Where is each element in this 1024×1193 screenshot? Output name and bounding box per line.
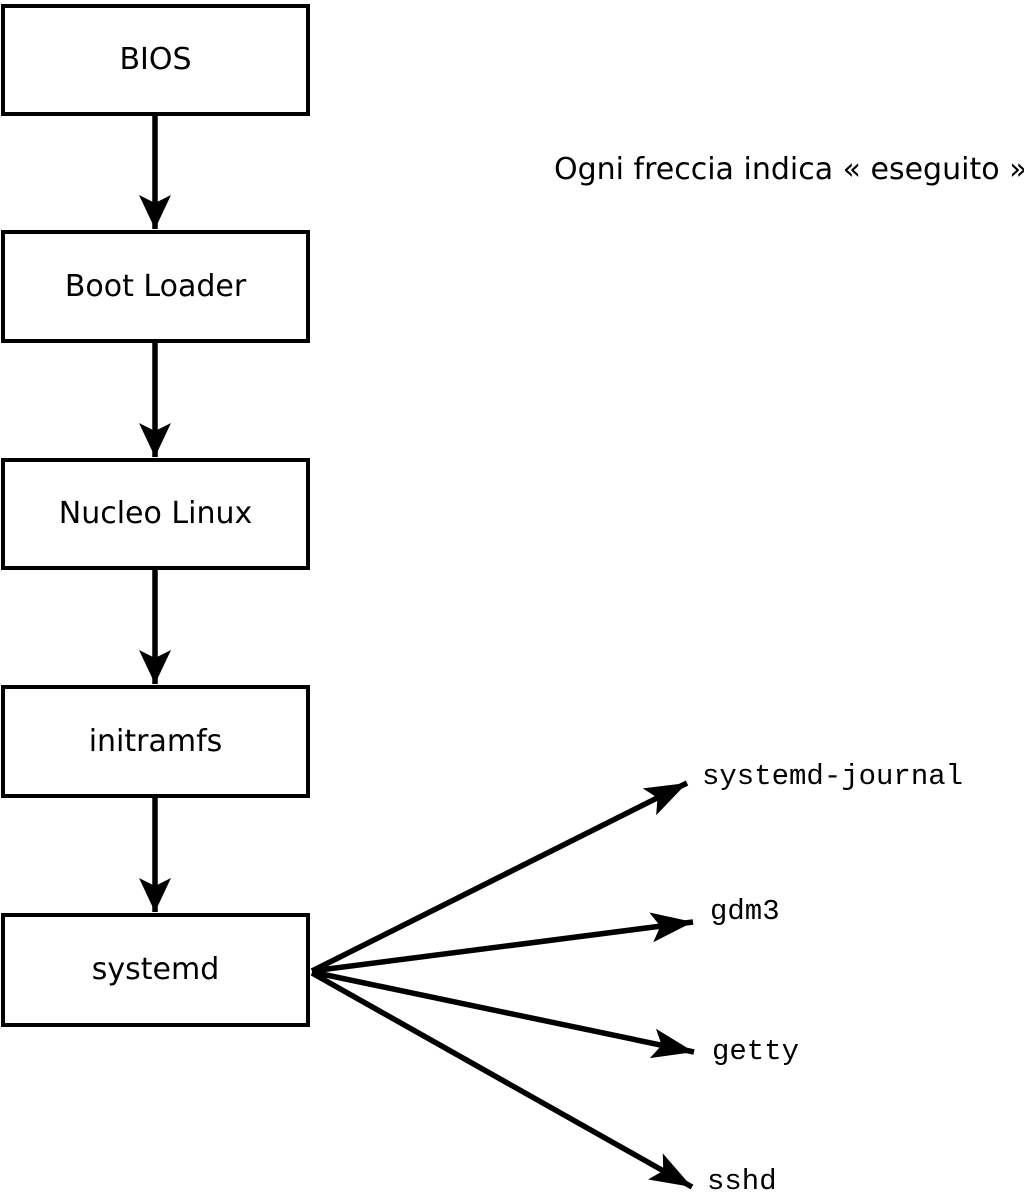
- process-label-getty: getty: [712, 1035, 800, 1068]
- flow-node-boot-loader-label: Boot Loader: [64, 268, 247, 304]
- flow-node-kernel-label: Nucleo Linux: [58, 496, 253, 531]
- diagram-caption: Ogni freccia indica « eseguito ».: [554, 152, 1024, 187]
- flow-node-systemd-label: systemd: [91, 952, 220, 987]
- flow-node-bios: BIOS: [1, 4, 310, 116]
- flow-node-bios-label: BIOS: [119, 42, 192, 77]
- arrow-systemd-to-sshd: [310, 970, 694, 1190]
- flow-node-systemd: systemd: [1, 913, 310, 1027]
- arrow-systemd-to-gdm3: [311, 912, 694, 974]
- process-label-sshd: sshd: [707, 1165, 777, 1193]
- arrow-systemd-to-getty: [311, 969, 695, 1059]
- flow-node-boot-loader: Boot Loader: [1, 230, 310, 343]
- flow-node-initramfs: initramfs: [1, 685, 310, 798]
- arrow-systemd-to-systemd-journal: [310, 780, 689, 974]
- process-label-gdm3: gdm3: [710, 895, 780, 928]
- flow-node-kernel: Nucleo Linux: [1, 458, 310, 570]
- process-label-systemd-journal: systemd-journal: [702, 760, 964, 793]
- flow-node-initramfs-label: initramfs: [88, 723, 223, 759]
